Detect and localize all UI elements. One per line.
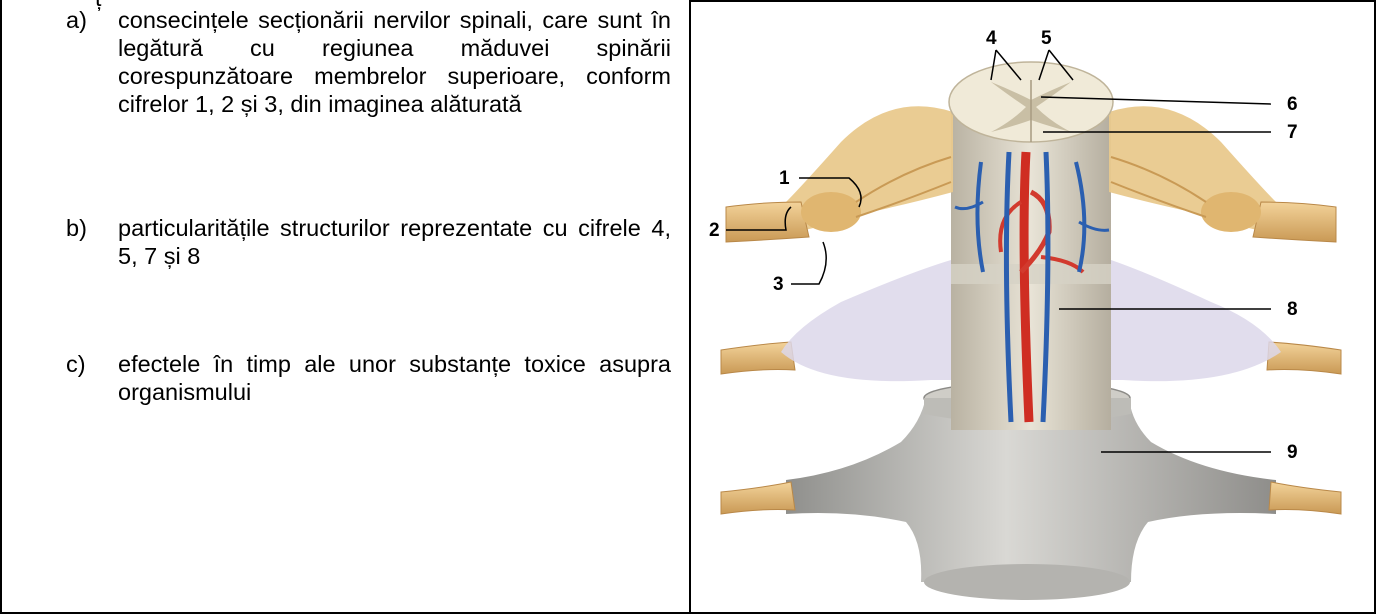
label-8: 8 <box>1287 299 1298 320</box>
question-letter: c) <box>66 350 86 378</box>
spinal-cord <box>951 100 1111 430</box>
question-text: consecințele secționării nervilor spinal… <box>118 6 671 118</box>
label-4: 4 <box>986 28 997 49</box>
spinal-cord-illustration: 1 2 3 4 5 6 7 8 9 <box>691 2 1376 614</box>
label-5: 5 <box>1041 28 1052 49</box>
question-letter: b) <box>66 214 87 242</box>
label-1: 1 <box>779 168 790 189</box>
label-7: 7 <box>1287 122 1298 143</box>
cord-cross-section <box>949 62 1113 142</box>
label-2: 2 <box>709 220 720 241</box>
spinal-cord-drawing: 1 2 3 4 5 6 7 8 9 <box>691 2 1376 614</box>
label-3: 3 <box>773 274 784 295</box>
question-letter: a) <box>66 6 87 34</box>
label-6: 6 <box>1287 94 1298 115</box>
label-9: 9 <box>1287 442 1298 463</box>
question-text: particularitățile structurilor reprezent… <box>118 214 671 270</box>
questions-cell: a) consecințele secționării nervilor spi… <box>0 0 689 614</box>
question-text: efectele în timp ale unor substanțe toxi… <box>118 350 671 406</box>
